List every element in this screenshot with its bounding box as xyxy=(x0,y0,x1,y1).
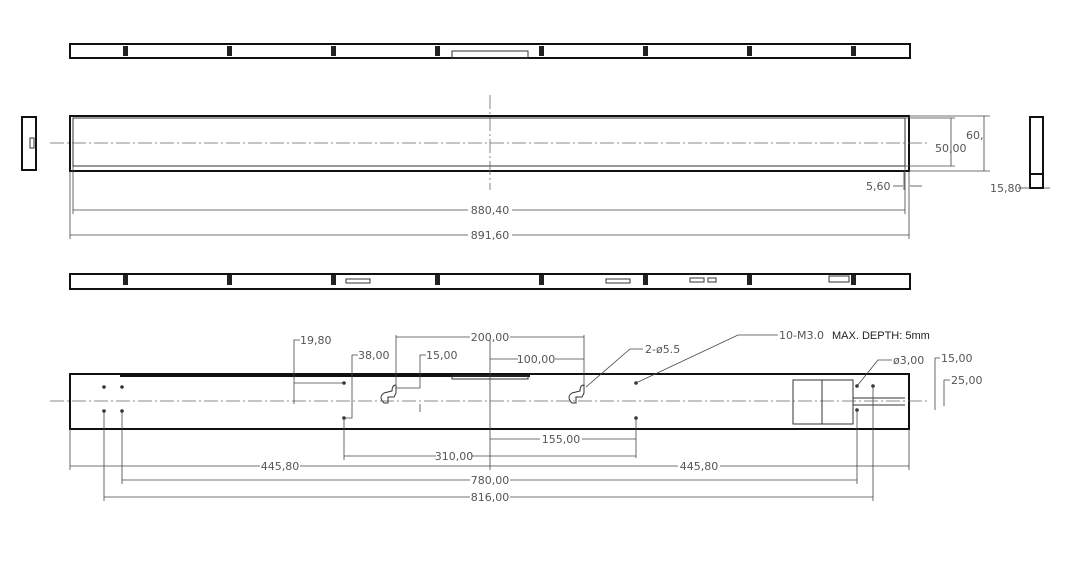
hook-label: 2-ø5.5 xyxy=(645,343,680,356)
mounting-clip xyxy=(227,275,232,285)
dim-right-15-00: 15,00 xyxy=(941,352,973,365)
top-view xyxy=(69,43,911,59)
connector-block xyxy=(792,379,854,425)
dim-left-445-80: 445,80 xyxy=(261,460,300,473)
dim-155-00: 155,00 xyxy=(542,433,581,446)
mounting-clip xyxy=(331,275,336,285)
port xyxy=(345,278,371,284)
dim-19-80: 19,80 xyxy=(300,334,332,347)
dim-310-00: 310,00 xyxy=(435,450,474,463)
dim-right-25-00: 25,00 xyxy=(951,374,983,387)
mounting-clip xyxy=(747,46,752,56)
dim-depth: 15,80 xyxy=(990,182,1022,195)
port xyxy=(605,278,631,284)
dim-100-00: 100,00 xyxy=(517,353,556,366)
dim-15-00: 15,00 xyxy=(426,349,458,362)
port xyxy=(707,277,717,283)
top-clips xyxy=(123,46,856,56)
mounting-clip xyxy=(435,275,440,285)
mounting-clip xyxy=(331,46,336,56)
dim-780-00: 780,00 xyxy=(471,474,510,487)
dim-outer-height: 60, xyxy=(966,129,984,142)
rear-view: 19,80 38,00 15,00 200,00 100,00 2-ø5.5 1… xyxy=(50,329,983,504)
hole-label: ø3,00 xyxy=(893,354,924,367)
port xyxy=(828,275,850,283)
mounting-clip xyxy=(643,275,648,285)
mounting-clip xyxy=(435,46,440,56)
mounting-clip xyxy=(227,46,232,56)
mounting-clip xyxy=(747,275,752,285)
port xyxy=(689,277,705,283)
hook-right xyxy=(568,384,585,404)
dim-inner-height: 50,00 xyxy=(935,142,967,155)
bottom-view xyxy=(69,273,911,290)
front-view: 880,40 891,60 50,00 60, 5,60 xyxy=(50,95,990,242)
hook-left xyxy=(380,384,397,404)
mounting-clip xyxy=(643,46,648,56)
display-area xyxy=(72,117,906,167)
right-side-view: 15,80 xyxy=(990,116,1050,195)
dim-outer-length: 891,60 xyxy=(471,229,510,242)
left-side-view xyxy=(21,116,37,171)
dim-border: 5,60 xyxy=(866,180,891,193)
dim-right-445-80: 445,80 xyxy=(680,460,719,473)
mounting-clip xyxy=(539,46,544,56)
mounting-clip xyxy=(123,275,128,285)
mounting-clip xyxy=(851,46,856,56)
dim-38-00: 38,00 xyxy=(358,349,390,362)
dim-200-00: 200,00 xyxy=(471,331,510,344)
dim-816-00: 816,00 xyxy=(471,491,510,504)
dim-inner-length: 880,40 xyxy=(471,204,510,217)
mounting-clip xyxy=(539,275,544,285)
bottom-clips xyxy=(123,275,856,285)
screw-note: MAX. DEPTH: 5mm xyxy=(832,330,930,342)
mounting-clip xyxy=(123,46,128,56)
mounting-clip xyxy=(851,275,856,285)
connector-slot xyxy=(451,50,529,59)
screw-label: 10-M3.0 xyxy=(779,329,824,342)
